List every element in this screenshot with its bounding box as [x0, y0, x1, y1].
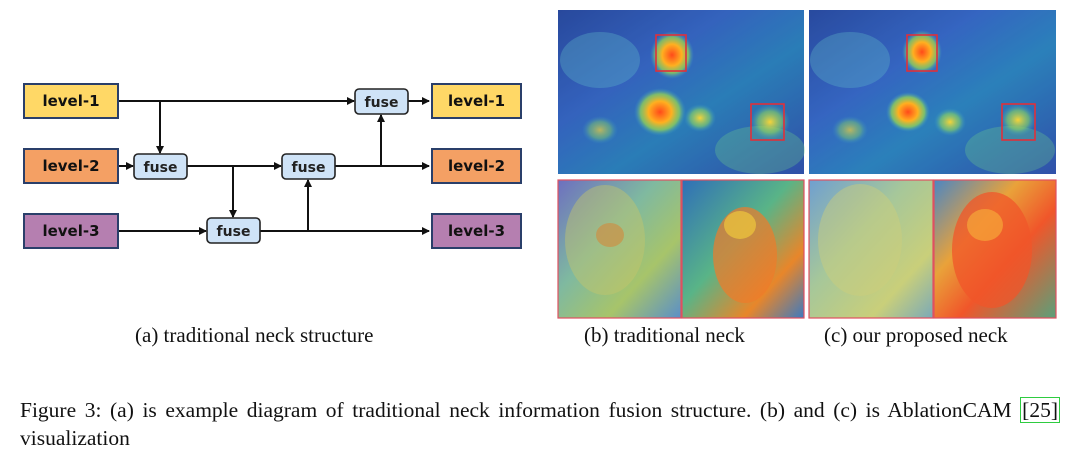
fuse-node-2-label: fuse	[217, 224, 251, 240]
panel-c-caption: (c) our proposed neck	[824, 323, 1008, 347]
panel-b-caption: (b) traditional neck	[584, 323, 745, 347]
output-level-1: level-1	[431, 83, 522, 119]
highlight-box	[655, 34, 687, 72]
highlight-box	[1001, 103, 1036, 141]
fuse-node-3: fuse	[281, 153, 336, 180]
input-level-2-label: level-2	[42, 157, 99, 175]
fuse-node-1-label: fuse	[144, 160, 178, 176]
highlight-box	[750, 103, 785, 141]
fuse-node-4: fuse	[354, 88, 409, 115]
panel-b-face-cam	[681, 179, 805, 319]
input-level-3: level-3	[23, 213, 119, 249]
output-level-3: level-3	[431, 213, 522, 249]
connection-lines	[118, 97, 430, 235]
panel-c-crowd-heatmap	[809, 10, 1056, 174]
output-level-1-label: level-1	[448, 92, 505, 110]
input-level-2: level-2	[23, 148, 119, 184]
figure-caption: Figure 3: (a) is example diagram of trad…	[20, 396, 1060, 452]
output-level-2: level-2	[431, 148, 522, 184]
fuse-node-4-label: fuse	[365, 95, 399, 111]
panel-b-crowd-heatmap	[558, 10, 805, 174]
figure-caption-prefix: Figure 3: (a) is example diagram of trad…	[20, 398, 1021, 422]
fuse-node-2: fuse	[206, 217, 261, 244]
output-level-2-label: level-2	[448, 157, 505, 175]
input-level-1-label: level-1	[42, 92, 99, 110]
panel-a-caption: (a) traditional neck structure	[135, 323, 374, 347]
panel-b-face-crop	[557, 179, 682, 319]
citation-link[interactable]: [25]	[1020, 397, 1060, 423]
fuse-node-3-label: fuse	[292, 160, 326, 176]
input-level-3-label: level-3	[42, 222, 99, 240]
output-level-3-label: level-3	[448, 222, 505, 240]
panel-c-face-cam	[933, 179, 1057, 319]
highlight-box	[906, 34, 938, 72]
fuse-node-1: fuse	[133, 153, 188, 180]
input-level-1: level-1	[23, 83, 119, 119]
panel-c-face-crop	[808, 179, 934, 319]
figure-caption-suffix: visualization	[20, 426, 130, 450]
